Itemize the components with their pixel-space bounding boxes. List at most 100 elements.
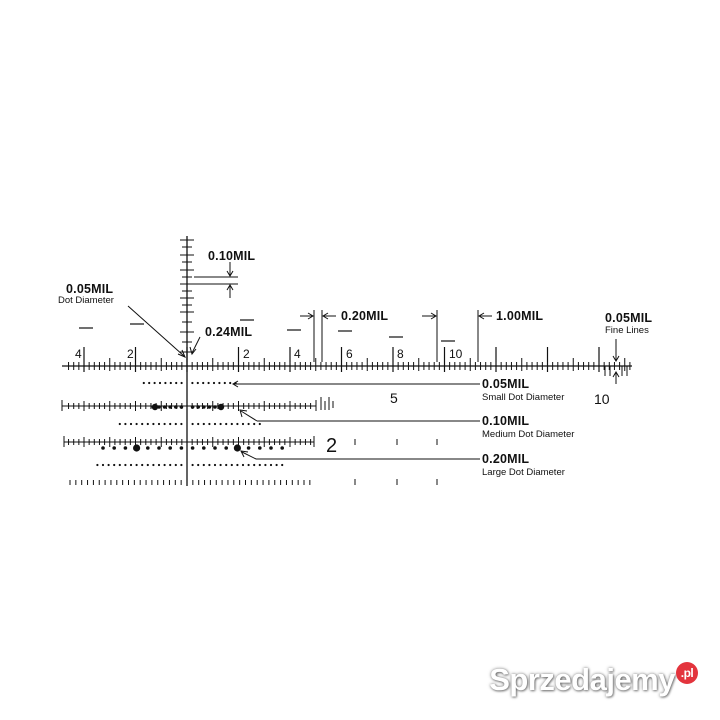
lower-dot <box>191 463 194 467</box>
large-row-dot <box>112 446 116 450</box>
lower-dot <box>213 463 217 467</box>
lower-dot <box>225 463 228 467</box>
subtension-number-10: 10 <box>594 391 610 407</box>
large-row-dot <box>168 446 172 450</box>
lower-dot <box>197 463 200 467</box>
scale-number-left-2: 2 <box>127 347 134 361</box>
large-row-dot <box>224 446 228 450</box>
small-dot-mid <box>174 422 177 426</box>
watermark: Sprzedajemy.pl <box>489 662 698 698</box>
small-dot-mid <box>141 422 144 426</box>
small-dot-mid <box>191 422 194 426</box>
small-dot-mid <box>118 422 121 426</box>
small-dot-mid <box>208 422 211 426</box>
small-dot-mid <box>152 422 155 426</box>
medium-dot <box>202 405 206 409</box>
small-dot <box>142 381 145 385</box>
small-dot-mid <box>230 422 233 426</box>
medium-dot-large <box>217 403 225 411</box>
small-dot-subtitle: Small Dot Diameter <box>482 392 565 403</box>
small-dot <box>234 381 237 385</box>
bracket-spacing-label: 1.00MIL <box>496 309 544 323</box>
medium-dot-title: 0.10MIL <box>482 414 530 428</box>
medium-dot <box>213 405 217 409</box>
lower-dot <box>230 463 233 467</box>
vert-spacing-label: 0.10MIL <box>208 249 256 263</box>
small-dot <box>218 381 221 385</box>
lower-dot <box>141 463 144 467</box>
small-dot-leader <box>232 380 480 388</box>
lower-dot <box>157 463 161 467</box>
large-dot-subtitle: Large Dot Diameter <box>482 467 565 478</box>
subtension-number-2: 2 <box>326 435 338 457</box>
small-dot-mid <box>213 422 217 426</box>
lower-dot <box>241 463 245 467</box>
medium-dot-large <box>151 403 159 411</box>
row1-extra-marks <box>320 397 334 410</box>
medium-dot-subtitle: Medium Dot Diameter <box>482 429 575 440</box>
lower-dot <box>281 463 284 467</box>
mil-spacing-bracket <box>422 310 492 362</box>
lower-dot <box>208 463 211 467</box>
scale-number-right-6: 6 <box>346 347 353 361</box>
lower-dot <box>236 463 239 467</box>
lower-dot <box>101 463 105 467</box>
lower-dot <box>113 463 116 467</box>
small-dot <box>158 381 162 385</box>
small-dot-mid <box>258 422 261 426</box>
medium-dot <box>207 405 212 409</box>
fine-lines-arrow <box>612 339 620 384</box>
scale-number-left-4: 4 <box>75 347 82 361</box>
small-dot-mid <box>180 422 183 426</box>
large-row-dot <box>213 446 217 450</box>
small-dot-mid <box>236 422 239 426</box>
lower-dot <box>253 463 256 467</box>
small-dot <box>223 381 226 385</box>
medium-dot <box>179 405 184 409</box>
large-row-dot <box>246 446 251 450</box>
subtension-number-5: 5 <box>390 390 398 406</box>
large-row-dot <box>202 446 206 450</box>
lower-dot <box>264 463 267 467</box>
scale-number-right-10: 10 <box>449 347 463 361</box>
medium-dot <box>168 405 172 409</box>
small-dot-mid <box>129 422 133 426</box>
lower-dot <box>96 463 99 467</box>
fine-lines-subtitle: Fine Lines <box>605 325 649 336</box>
large-row-dot <box>258 446 262 450</box>
small-dot-mid <box>253 422 256 426</box>
large-dot-leader <box>240 450 480 460</box>
large-dot <box>133 444 141 452</box>
lower-dot <box>129 463 133 467</box>
small-dot <box>207 381 210 385</box>
scale-number-right-2: 2 <box>243 347 250 361</box>
lower-dot <box>118 463 121 467</box>
large-dot <box>233 444 241 452</box>
lower-dot <box>258 463 261 467</box>
small-dot <box>180 381 183 385</box>
large-row-dot <box>179 446 184 450</box>
lower-dot <box>275 463 278 467</box>
small-dot-mid <box>241 422 245 426</box>
dot-diameter-subtitle: Dot Diameter <box>58 295 114 306</box>
post-width-label: 0.24MIL <box>205 325 253 339</box>
dot-diameter-title: 0.05MIL <box>66 282 114 296</box>
small-dot <box>164 381 167 385</box>
scale-number-right-8: 8 <box>397 347 404 361</box>
hash-spacing-bracket <box>300 310 336 362</box>
small-dot-mid <box>219 422 222 426</box>
small-dot <box>191 381 194 385</box>
small-dot-mid <box>247 422 250 426</box>
floating-hash-marks <box>79 319 455 342</box>
small-dot-mid <box>225 422 228 426</box>
post-width-leader <box>189 336 201 356</box>
small-dot <box>148 381 151 385</box>
lower-dot <box>124 463 127 467</box>
small-dot-mid <box>197 422 200 426</box>
small-dot <box>153 381 156 385</box>
hash-spacing-label: 0.20MIL <box>341 309 389 323</box>
lower-dot <box>269 463 273 467</box>
lower-dot <box>169 463 172 467</box>
large-row-dot <box>146 446 150 450</box>
